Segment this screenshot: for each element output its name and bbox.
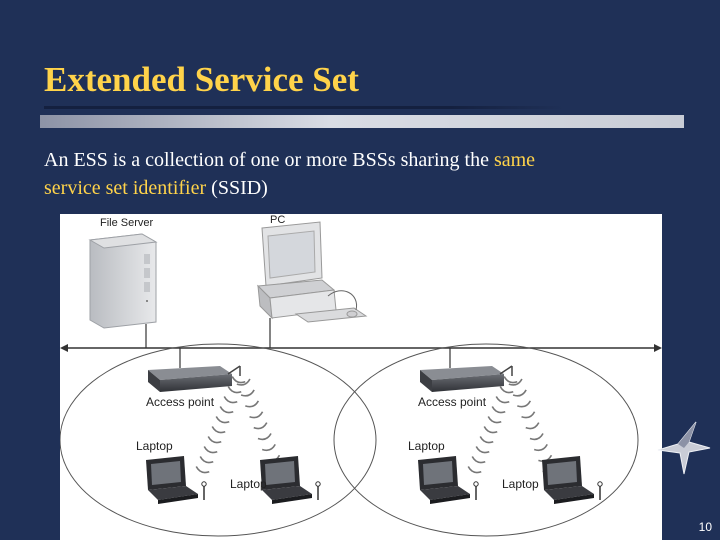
signal-wave-arc [495, 396, 510, 404]
file-server-icon [88, 233, 158, 329]
signal-wave-arc [245, 400, 260, 408]
slide-title: Extended Service Set [44, 60, 359, 99]
label-access-point-right: Access point [418, 395, 487, 409]
signal-wave-arc [503, 376, 518, 384]
signal-wave-arc [227, 386, 242, 394]
page-number: 10 [698, 520, 712, 534]
laptop-right-1-icon [418, 456, 479, 504]
signal-wave-arc [517, 400, 532, 408]
signal-wave-arc [483, 426, 498, 434]
signal-wave-arc [499, 386, 514, 394]
signal-wave-arc [219, 406, 234, 414]
body-highlight-ssid: service set identifier [44, 177, 207, 199]
access-point-right-icon [420, 365, 513, 392]
label-pc: PC [270, 214, 285, 226]
signal-wave-arc [491, 406, 506, 414]
signal-wave-arc [195, 466, 210, 474]
signal-wave-arc [261, 443, 276, 452]
signal-wave-arc [211, 426, 226, 434]
signal-wave-arc [240, 389, 255, 397]
laptop-left-1-icon [146, 456, 207, 504]
signal-wave-arc [257, 433, 272, 441]
label-laptop-left-1: Laptop [136, 439, 173, 453]
body-text: An ESS is a collection of one or more BS… [44, 146, 664, 202]
signal-wave-arc [207, 436, 222, 444]
signal-wave-arc [223, 396, 238, 404]
signal-wave-arc [249, 411, 264, 419]
signal-wave-arc [525, 422, 540, 430]
signal-wave-arc [203, 446, 218, 454]
label-laptop-right-2: Laptop [502, 477, 539, 491]
arrow-left-icon [60, 344, 68, 352]
signal-wave-arc [231, 376, 246, 384]
ess-diagram: File Server PC [60, 214, 662, 540]
laptop-left-2-icon [260, 456, 321, 504]
access-point-left-icon [148, 365, 241, 392]
label-laptop-left-2: Laptop [230, 477, 267, 491]
signal-wave-arc [215, 416, 230, 424]
signal-wave-arc [529, 433, 544, 441]
signal-wave-arc [475, 446, 490, 454]
body-highlight-same: same [493, 149, 536, 171]
signal-wave-arc [521, 411, 536, 419]
wireless-signal-waves [195, 376, 557, 474]
signal-wave-arc [533, 443, 548, 452]
bss-right-ellipse [333, 343, 639, 537]
signal-wave-arc [487, 416, 502, 424]
label-file-server: File Server [100, 217, 154, 229]
divider-bar [40, 115, 684, 128]
signal-wave-arc [467, 466, 482, 474]
signal-wave-arc [236, 378, 251, 386]
laptops-group [146, 456, 603, 504]
signal-wave-arc [512, 389, 527, 397]
laptop-right-2-icon [542, 456, 603, 504]
label-laptop-right-1: Laptop [408, 439, 445, 453]
body-plain: An ESS is a collection of one or more BS… [44, 149, 494, 171]
signal-wave-arc [199, 456, 214, 464]
title-underline [44, 106, 564, 109]
body-suffix: (SSID) [206, 177, 268, 199]
label-access-point-left: Access point [146, 395, 215, 409]
signal-wave-arc [471, 456, 486, 464]
signal-wave-arc [253, 422, 268, 430]
signal-wave-arc [508, 378, 523, 386]
bss-left-ellipse [60, 343, 377, 537]
pc-icon [256, 221, 368, 323]
star-icon [657, 421, 711, 475]
arrow-right-icon [654, 344, 662, 352]
signal-wave-arc [479, 436, 494, 444]
